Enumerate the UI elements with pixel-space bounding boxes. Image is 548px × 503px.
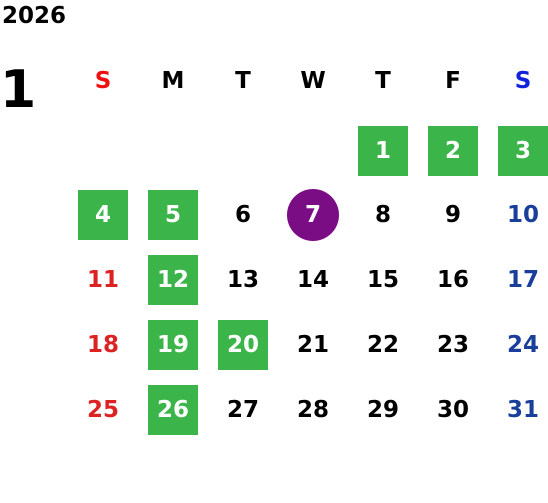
day-cell[interactable]: 20 (218, 320, 268, 370)
day-cell[interactable]: 19 (148, 320, 198, 370)
day-cell[interactable]: 31 (506, 397, 539, 423)
day-cell[interactable]: 22 (366, 332, 399, 358)
weekday-header-mon: M (161, 68, 185, 94)
day-cell[interactable]: 5 (148, 190, 198, 240)
day-cell-today[interactable]: 7 (287, 189, 339, 241)
day-cell[interactable]: 29 (366, 397, 399, 423)
day-cell[interactable]: 28 (296, 397, 329, 423)
year-label: 2026 (2, 3, 67, 29)
weekday-header-tue: T (235, 68, 251, 94)
day-cell[interactable]: 16 (436, 267, 469, 293)
day-cell[interactable]: 4 (78, 190, 128, 240)
day-cell[interactable]: 24 (506, 332, 539, 358)
weekday-header-wed: W (300, 68, 326, 94)
day-cell[interactable]: 6 (234, 202, 251, 228)
day-cell[interactable]: 30 (436, 397, 469, 423)
day-cell[interactable]: 25 (86, 397, 119, 423)
month-label: 1 (0, 60, 37, 120)
day-cell[interactable]: 3 (498, 126, 548, 176)
day-cell[interactable]: 15 (366, 267, 399, 293)
day-cell[interactable]: 13 (226, 267, 259, 293)
day-cell[interactable]: 2 (428, 126, 478, 176)
day-cell[interactable]: 14 (296, 267, 329, 293)
day-cell[interactable]: 9 (444, 202, 461, 228)
weekday-header-sun: S (94, 68, 112, 94)
day-cell[interactable]: 8 (374, 202, 391, 228)
weekday-header-sat: S (514, 68, 532, 94)
day-cell[interactable]: 11 (86, 267, 119, 293)
day-cell[interactable]: 12 (148, 255, 198, 305)
weekday-header-fri: F (445, 68, 461, 94)
day-cell[interactable]: 26 (148, 385, 198, 435)
day-cell[interactable]: 1 (358, 126, 408, 176)
day-cell[interactable]: 27 (226, 397, 259, 423)
day-cell[interactable]: 21 (296, 332, 329, 358)
weekday-header-thu: T (375, 68, 391, 94)
day-cell[interactable]: 10 (506, 202, 539, 228)
day-cell[interactable]: 23 (436, 332, 469, 358)
day-cell[interactable]: 18 (86, 332, 119, 358)
day-cell[interactable]: 17 (506, 267, 539, 293)
